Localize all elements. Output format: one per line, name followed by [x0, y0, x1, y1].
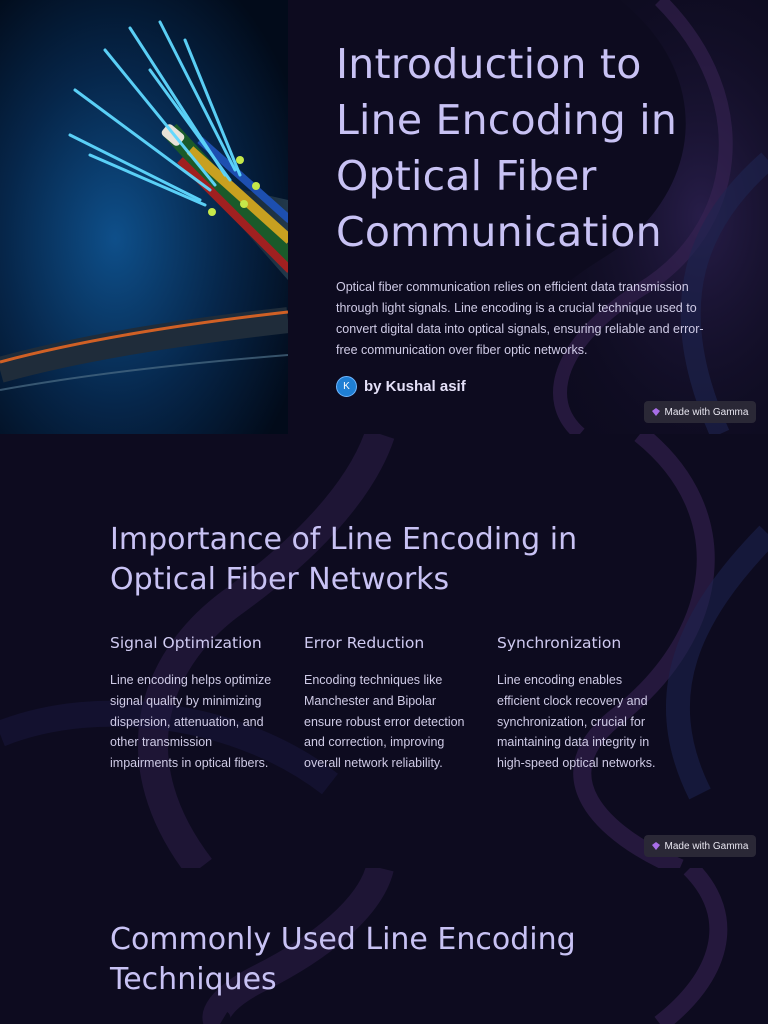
gamma-logo-icon	[651, 408, 660, 416]
author-name: by Kushal asif	[364, 378, 466, 395]
avatar: K	[336, 376, 357, 397]
badge-label: Made with Gamma	[664, 406, 749, 418]
background-waves	[0, 434, 768, 868]
feature-heading: Error Reduction	[304, 634, 425, 652]
feature-column: Signal Optimization Line encoding helps …	[110, 630, 280, 774]
page-title: Introduction to Line Encoding in Optical…	[336, 40, 678, 256]
feature-heading: Synchronization	[497, 634, 622, 652]
feature-text: Encoding techniques like Manchester and …	[304, 673, 465, 771]
slide-title: Introduction to Line Encoding in Optical…	[0, 0, 768, 434]
made-with-gamma-badge[interactable]: Made with Gamma	[644, 401, 756, 423]
feature-heading: Signal Optimization	[110, 634, 262, 652]
gamma-logo-icon	[651, 842, 660, 850]
section-title: Commonly Used Line Encoding Techniques	[110, 922, 576, 997]
made-with-gamma-badge[interactable]: Made with Gamma	[644, 835, 756, 857]
feature-column: Error Reduction Encoding techniques like…	[304, 630, 474, 774]
background-waves	[0, 868, 768, 1024]
slide-techniques: Commonly Used Line Encoding Techniques	[0, 868, 768, 1024]
intro-paragraph: Optical fiber communication relies on ef…	[336, 280, 704, 357]
author-line: K by Kushal asif	[336, 376, 466, 397]
feature-column: Synchronization Line encoding enables ef…	[497, 630, 667, 774]
feature-text: Line encoding enables efficient clock re…	[497, 673, 656, 771]
fiber-optic-cable-image	[0, 0, 288, 434]
badge-label: Made with Gamma	[664, 840, 749, 852]
feature-text: Line encoding helps optimize signal qual…	[110, 673, 272, 771]
slide-importance: Importance of Line Encoding in Optical F…	[0, 434, 768, 868]
section-title: Importance of Line Encoding in Optical F…	[110, 522, 578, 597]
